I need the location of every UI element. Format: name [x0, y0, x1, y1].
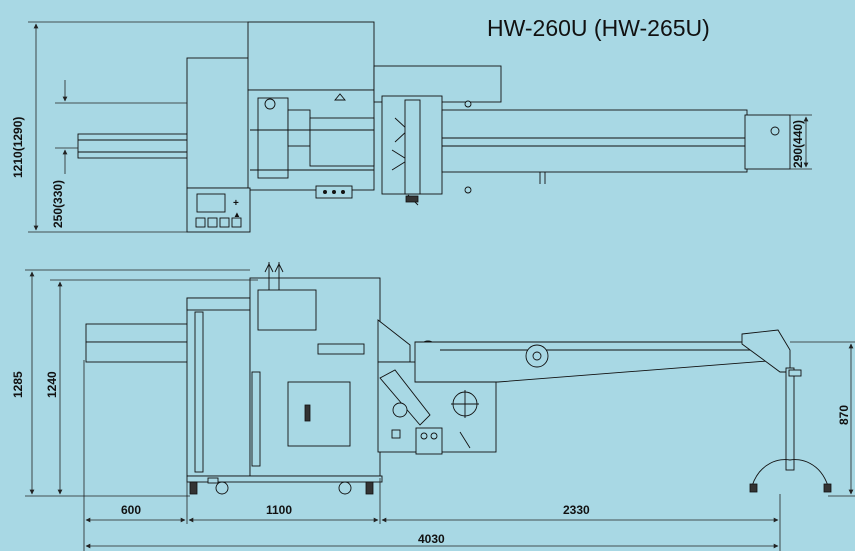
dim-label: 870 — [837, 405, 851, 425]
dim-lengths-front: 600 1100 2330 4030 — [83, 360, 781, 551]
machine-body-front — [186, 262, 383, 483]
top-view: + ▲ — [11, 21, 812, 233]
dim-frame-height-front: 1240 — [45, 279, 258, 495]
dim-label: 1210(1290) — [11, 117, 25, 178]
dim-label: 2330 — [563, 503, 590, 517]
machine-body-top — [186, 21, 502, 199]
front-view: 1285 1240 870 600 1100 2330 4030 — [11, 262, 855, 551]
drawing-title: HW-260U (HW-265U) — [487, 15, 710, 41]
control-panel: + ▲ — [186, 187, 251, 233]
dim-conveyor-height-front: 870 — [790, 341, 855, 497]
outfeed-conveyor-top — [441, 109, 791, 184]
dim-overall-height-front: 1285 — [11, 269, 250, 497]
infeed-conveyor-top — [77, 133, 189, 159]
dim-label: 250(330) — [51, 180, 65, 228]
dim-infeed-width-top: 250(330) — [51, 80, 187, 228]
dim-outfeed-width-top: 290(440) — [790, 114, 812, 170]
svg-text:▲: ▲ — [233, 210, 241, 219]
dim-label: 1285 — [11, 371, 25, 398]
sealer-unit-front — [377, 319, 497, 455]
outfeed-conveyor-front — [414, 329, 832, 493]
dim-label: 4030 — [418, 532, 445, 546]
dim-label: 1100 — [266, 503, 292, 517]
infeed-conveyor-front — [85, 323, 189, 363]
dim-overall-width-top: 1210(1290) — [11, 21, 248, 233]
dim-label: 1240 — [45, 371, 59, 398]
dim-label: 290(440) — [791, 120, 805, 168]
machine-feet — [189, 477, 374, 495]
sealer-unit-top — [381, 95, 472, 206]
svg-text:+: + — [233, 198, 239, 209]
dim-label: 600 — [121, 503, 141, 517]
